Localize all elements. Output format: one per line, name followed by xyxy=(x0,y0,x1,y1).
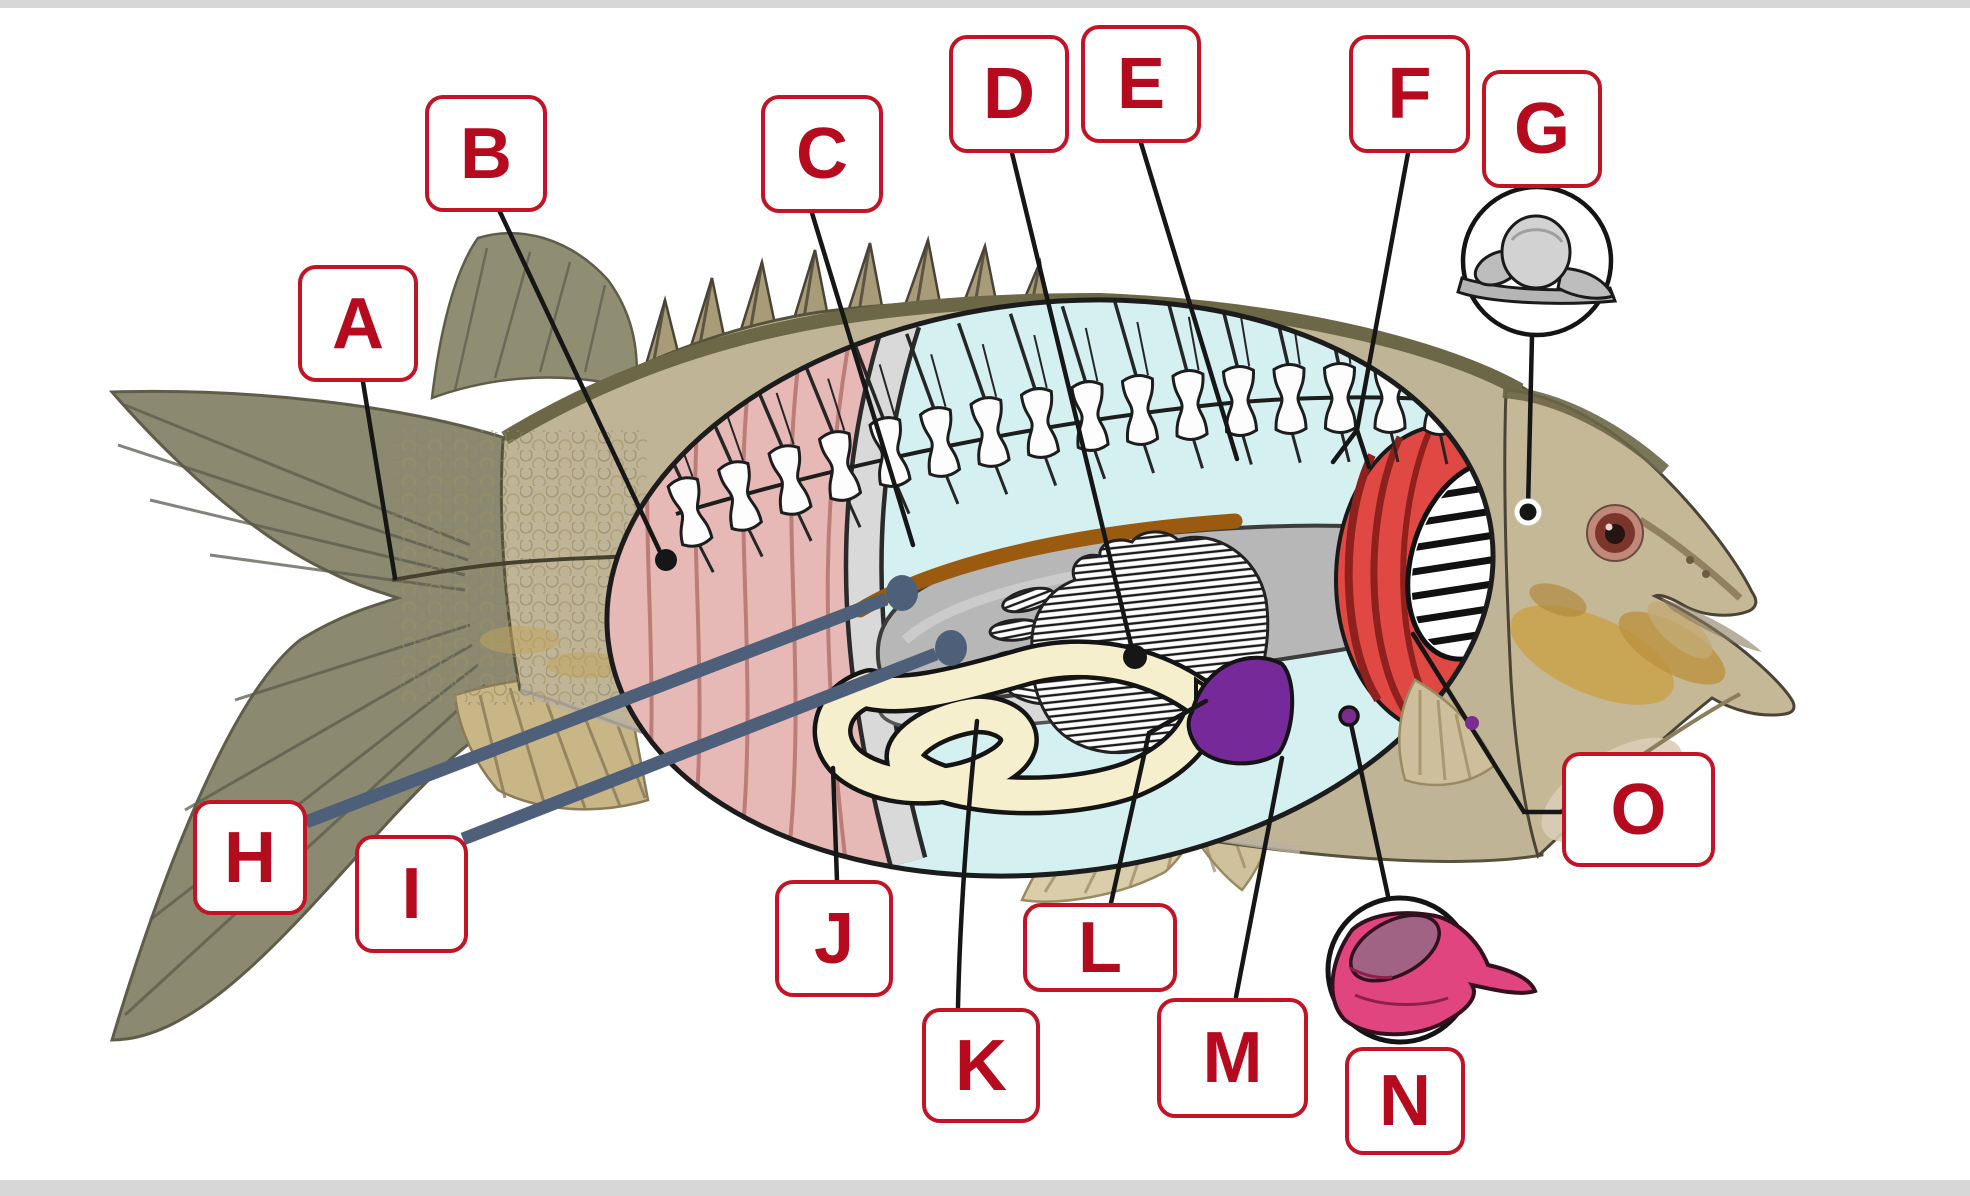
line-n-target-dot xyxy=(1338,705,1360,727)
fish-head xyxy=(1502,386,1796,859)
leader-line-k xyxy=(955,718,980,1010)
spleen-organ xyxy=(1186,655,1295,766)
label-box-i[interactable]: I xyxy=(355,835,468,953)
cavity-outline xyxy=(604,297,1496,879)
leader-line-l xyxy=(1108,698,1209,906)
label-letter: E xyxy=(1116,44,1166,124)
label-letter: L xyxy=(1078,907,1122,988)
label-box-g[interactable]: G xyxy=(1482,70,1602,188)
pin-h-head xyxy=(886,575,918,611)
label-letter: F xyxy=(1387,54,1432,134)
label-box-e[interactable]: E xyxy=(1081,25,1201,143)
label-letter: G xyxy=(1513,89,1570,169)
brain-inset-circle xyxy=(1456,184,1618,338)
label-box-j[interactable]: J xyxy=(775,880,893,997)
leader-line-n xyxy=(1348,721,1391,899)
label-box-m[interactable]: M xyxy=(1157,998,1308,1118)
label-letter: J xyxy=(813,898,855,979)
bottom-edge-bar xyxy=(0,1180,1970,1196)
leader-line-j xyxy=(830,765,840,884)
leader-line-f xyxy=(1330,150,1411,470)
label-letter: N xyxy=(1379,1061,1431,1141)
leader-line-m xyxy=(1233,755,1285,1000)
label-letter: B xyxy=(460,113,512,194)
label-box-d[interactable]: D xyxy=(949,35,1069,153)
leader-line-a xyxy=(360,379,398,581)
label-letter: H xyxy=(224,817,276,898)
top-edge-bar xyxy=(0,0,1970,8)
label-letter: O xyxy=(1610,769,1667,850)
leader-line-b xyxy=(497,209,665,559)
line-o-target-dot xyxy=(1465,716,1479,730)
label-box-c[interactable]: C xyxy=(761,95,883,213)
spleen-illustration-icon xyxy=(1330,911,1538,1037)
leader-line-e xyxy=(1138,140,1240,462)
leader-line-o xyxy=(1410,631,1564,815)
label-box-o[interactable]: O xyxy=(1562,752,1715,867)
label-box-f[interactable]: F xyxy=(1349,35,1470,153)
leader-line-g xyxy=(1525,333,1535,511)
pin-i xyxy=(460,647,939,846)
vertebral-column xyxy=(645,284,1459,580)
lateral-line xyxy=(391,554,629,582)
pectoral-fin xyxy=(1398,678,1497,787)
leader-line-d xyxy=(1009,150,1136,656)
label-box-h[interactable]: H xyxy=(193,800,307,915)
pin-i-head xyxy=(935,630,967,666)
label-box-a[interactable]: A xyxy=(298,265,418,382)
pin-h xyxy=(303,592,889,829)
label-box-n[interactable]: N xyxy=(1345,1047,1465,1155)
label-letter: C xyxy=(796,114,848,194)
label-letter: I xyxy=(401,854,422,934)
label-box-k[interactable]: K xyxy=(922,1008,1040,1123)
fish-eye xyxy=(1586,504,1644,562)
label-letter: D xyxy=(983,54,1035,134)
soft-dorsal-fin xyxy=(430,231,639,400)
leader-line-c xyxy=(809,210,916,548)
label-box-b[interactable]: B xyxy=(425,95,547,212)
label-letter: K xyxy=(955,1025,1007,1106)
leader-lines xyxy=(360,140,1564,1010)
label-letter: M xyxy=(1202,1018,1263,1098)
label-box-l[interactable]: L xyxy=(1023,903,1177,992)
line-g-endpoint-dot xyxy=(1514,498,1542,526)
pin-icons xyxy=(303,575,967,846)
brain-illustration-icon xyxy=(1456,214,1618,305)
spleen-inset-circle xyxy=(1325,895,1538,1045)
label-letter: A xyxy=(332,283,384,364)
line-d-endpoint-dot xyxy=(1123,645,1147,669)
line-b-endpoint-dot xyxy=(655,549,677,571)
